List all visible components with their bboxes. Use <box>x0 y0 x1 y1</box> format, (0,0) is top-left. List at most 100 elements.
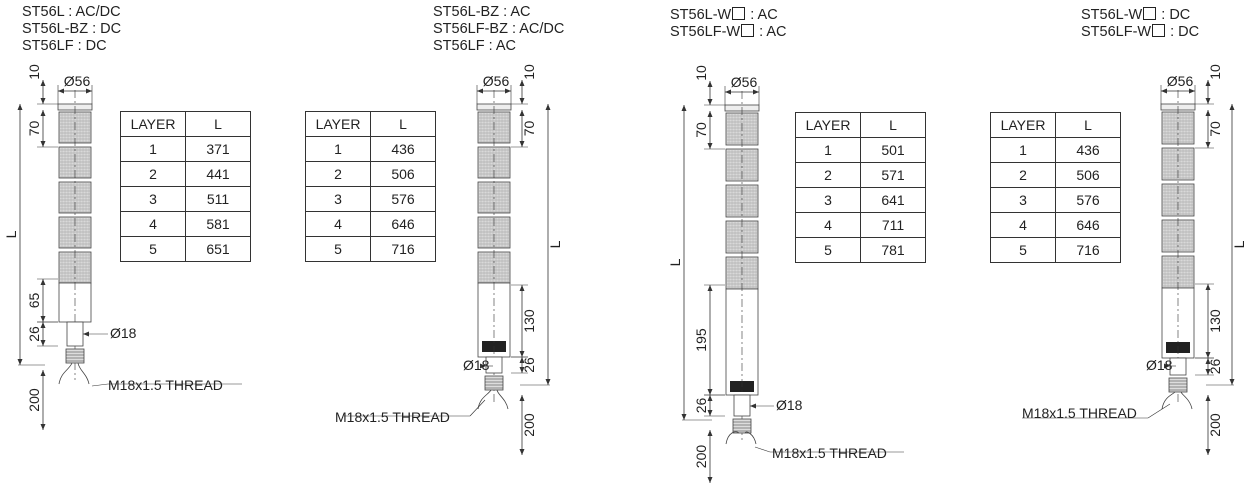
arrowhead <box>707 99 713 105</box>
figure-1-base2-dim: 26 <box>26 326 42 342</box>
arrowhead <box>1205 395 1211 401</box>
figure-4-cable <box>1161 391 1176 410</box>
arrowhead <box>545 104 551 110</box>
figure-2-L-label: L <box>547 240 563 248</box>
model-title: ST56LF-W : AC <box>670 24 787 40</box>
figure-4-base1-dim: 130 <box>1207 309 1223 333</box>
arrowhead <box>86 88 92 94</box>
figure-2-cable <box>496 389 509 410</box>
model-title: ST56LF : AC <box>433 38 517 54</box>
figure-3-cable-dim: 200 <box>693 445 709 469</box>
arrowhead <box>753 89 759 95</box>
figure-3-lamp-layer <box>725 184 759 218</box>
figure-4-thread-leader <box>1147 403 1171 419</box>
model-title: ST56LF-W : DC <box>1081 24 1200 40</box>
arrowhead <box>480 363 486 369</box>
figure-4-base2-dim: 26 <box>1207 359 1223 375</box>
figure-4-nut <box>1168 377 1188 393</box>
arrowhead <box>40 316 46 322</box>
arrowhead <box>707 81 713 87</box>
figure-3-shaft-label: Ø18 <box>776 397 803 413</box>
arrowhead <box>40 370 46 376</box>
figure-3-base2-dim: 26 <box>693 398 709 414</box>
figure-1-cable-dim: 200 <box>26 388 42 412</box>
placeholder-box-icon <box>1143 7 1157 20</box>
arrowhead <box>707 389 713 395</box>
figure-1-thread-label: M18x1.5 THREAD <box>108 377 223 393</box>
arrowhead <box>1205 142 1211 148</box>
table-header: LAYER <box>795 112 861 138</box>
arrowhead <box>1205 284 1211 290</box>
arrowhead <box>1205 449 1211 455</box>
figure-2-thread-leader <box>469 399 486 417</box>
arrowhead <box>477 88 483 94</box>
figure-4-shaft <box>1169 357 1187 376</box>
figure-3-cable <box>725 431 740 445</box>
figure-3-diameter-label: Ø56 <box>731 74 758 90</box>
arrowhead <box>1189 88 1195 94</box>
placeholder-box-icon <box>732 7 746 20</box>
figure-2-cable <box>477 389 492 410</box>
model-title: ST56L-W : AC <box>670 7 778 23</box>
arrowhead <box>519 285 525 291</box>
title-block-4: ST56L-W : DC ST56LF-W : DC <box>1081 7 1199 41</box>
model-title: ST56LF-BZ : AC/DC <box>433 21 565 37</box>
figure-2-layer-dim: 70 <box>521 121 537 137</box>
figure-1-diameter-label: Ø56 <box>64 73 91 89</box>
figure-4-lamp-layer <box>1161 147 1195 181</box>
table-header: LAYER <box>990 112 1056 138</box>
figure-1-shaft <box>66 321 84 347</box>
figure-2-top-label: 10 <box>521 64 537 80</box>
model-title: ST56L : AC/DC <box>22 4 121 20</box>
title-block-1: ST56L : AC/DC ST56L-BZ : DC ST56LF : DC <box>22 4 121 55</box>
arrowhead <box>707 285 713 291</box>
figure-2-shaft <box>485 356 503 374</box>
figure-1-cable <box>58 362 73 385</box>
figure-1-layer-dim: 70 <box>26 121 42 137</box>
figure-3-nut <box>732 418 752 434</box>
arrowhead <box>1205 98 1211 104</box>
model-title: ST56L-BZ : DC <box>22 21 122 37</box>
figure-4-L-label: L <box>1231 240 1247 248</box>
arrowhead <box>519 367 525 373</box>
arrowhead <box>40 80 46 86</box>
arrowhead <box>505 88 511 94</box>
arrowhead <box>40 98 46 104</box>
arrowhead <box>519 395 525 401</box>
arrowhead <box>707 111 713 117</box>
arrowhead <box>519 141 525 147</box>
arrowhead <box>707 477 713 483</box>
arrowhead <box>17 359 23 365</box>
arrowhead <box>1164 363 1170 369</box>
figure-1-thread-leader <box>91 383 109 387</box>
figure-2-nut <box>484 375 504 391</box>
title-block-3: ST56L-W : AC ST56LF-W : AC <box>670 7 787 41</box>
figure-2-shaft-label: Ø18 <box>463 357 490 373</box>
figure-1-shaft-label: Ø18 <box>110 325 137 341</box>
title-block-2: ST56L-BZ : AC ST56LF-BZ : AC/DC ST56LF :… <box>433 4 564 55</box>
figure-2-thread-label: M18x1.5 THREAD <box>335 409 450 425</box>
figure-4-cable <box>1180 391 1193 410</box>
figure-3-thread-leader <box>754 446 771 453</box>
arrowhead <box>83 331 89 337</box>
placeholder-box-icon <box>741 24 755 37</box>
arrowhead <box>681 414 687 420</box>
model-title: ST56L-BZ : AC <box>433 4 531 20</box>
arrowhead <box>545 379 551 385</box>
arrowhead <box>725 89 731 95</box>
figure-1-top-label: 10 <box>26 64 42 80</box>
arrowhead <box>1229 379 1235 385</box>
figure-4-diameter-label: Ø56 <box>1167 73 1194 89</box>
arrowhead <box>707 410 713 416</box>
